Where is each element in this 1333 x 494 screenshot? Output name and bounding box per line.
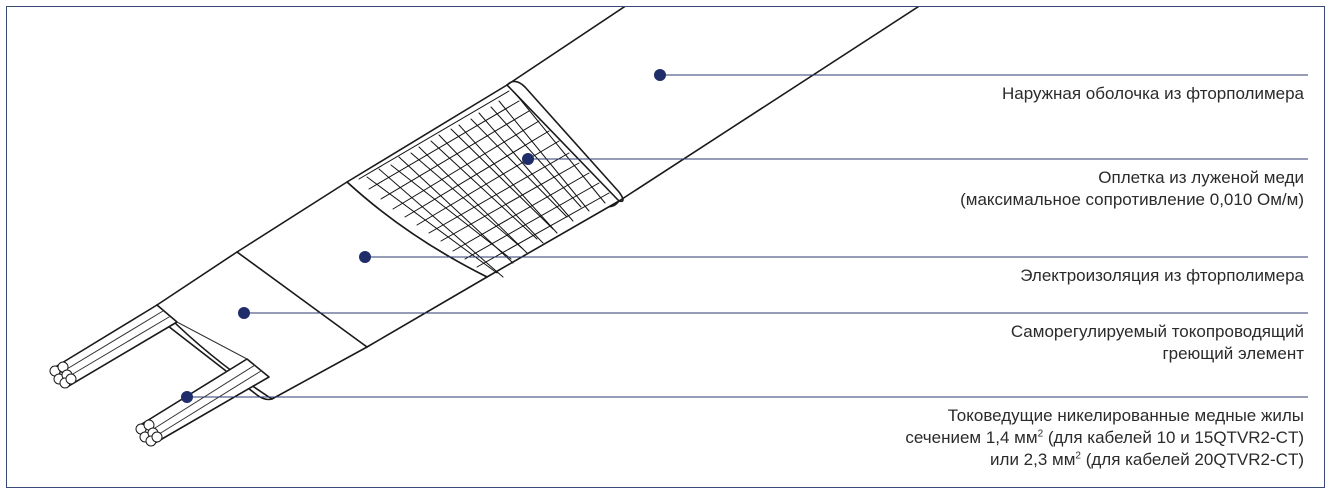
label-conductors-line-2: сечением 1,4 мм2 (для кабелей 10 и 15QTV… xyxy=(905,427,1304,449)
outer-jacket-shape xyxy=(506,7,920,203)
label-braid-line-2: (максимальное сопротивление 0,010 Ом/м) xyxy=(960,190,1304,209)
label-outer-jacket: Наружная оболочка из фторполимера xyxy=(1002,83,1304,105)
label-conductors: Токоведущие никелированные медные жилы с… xyxy=(905,405,1304,471)
marker-dot-core xyxy=(238,307,250,319)
line-3-superscript: 2 xyxy=(1075,450,1081,462)
label-braid-line-1: Оплетка из луженой меди xyxy=(1098,168,1304,187)
label-core-line-2: греющий элемент xyxy=(1162,344,1304,363)
diagram-frame: Наружная оболочка из фторполимера Оплетк… xyxy=(6,6,1325,488)
label-braid: Оплетка из луженой меди (максимальное со… xyxy=(960,167,1304,211)
label-conductors-line-3: или 2,3 мм2 (для кабелей 20QTVR2-CT) xyxy=(905,449,1304,471)
marker-dot-conductors xyxy=(181,391,193,403)
label-outer-jacket-line-1: Наружная оболочка из фторполимера xyxy=(1001,84,1304,103)
label-core-line-1: Саморегулируемый токопроводящий xyxy=(1010,322,1304,341)
heating-cable-illustration xyxy=(49,7,1308,447)
line-3-text-a: или 2,3 мм xyxy=(990,450,1076,469)
line-2-superscript: 2 xyxy=(1037,428,1044,440)
marker-dot-braid xyxy=(522,153,534,165)
label-conductors-line-1: Токоведущие никелированные медные жилы xyxy=(947,406,1304,425)
label-insulation: Электроизоляция из фторполимера xyxy=(1020,265,1304,287)
marker-dot-outer-jacket xyxy=(654,69,666,81)
marker-dot-insulation xyxy=(359,251,371,263)
line-2-text-a: сечением 1,4 мм xyxy=(905,428,1038,447)
label-insulation-line-1: Электроизоляция из фторполимера xyxy=(1020,266,1304,285)
line-2-text-b: (для кабелей 10 и 15QTVR2-CT) xyxy=(1043,428,1304,447)
line-3-text-b: (для кабелей 20QTVR2-CT) xyxy=(1080,450,1304,469)
label-core: Саморегулируемый токопроводящий греющий … xyxy=(1011,321,1304,365)
